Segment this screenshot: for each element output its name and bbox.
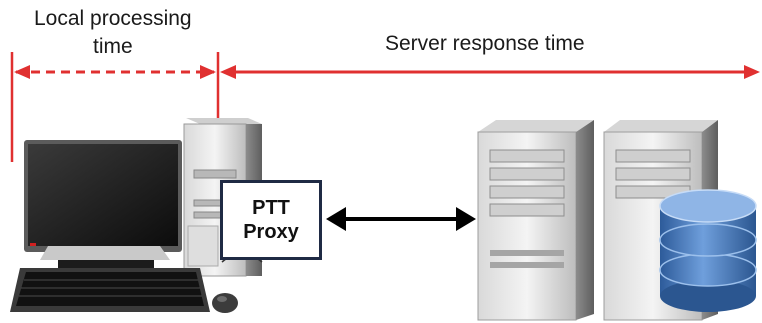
server-response-label: Server response time (385, 32, 585, 55)
database-icon (659, 189, 757, 312)
local-processing-timeline (10, 52, 216, 162)
bidirectional-arrow-icon (326, 207, 476, 231)
proxy-label-line1: PTT (252, 197, 290, 219)
server-icon (477, 120, 594, 321)
ptt-proxy-box: PTT Proxy (220, 180, 322, 260)
proxy-label-line2: Proxy (243, 221, 299, 243)
keyboard-icon (10, 268, 210, 312)
monitor-icon (24, 140, 182, 268)
local-processing-label: Local processing (34, 7, 192, 30)
local-processing-label-line2: time (93, 35, 133, 58)
